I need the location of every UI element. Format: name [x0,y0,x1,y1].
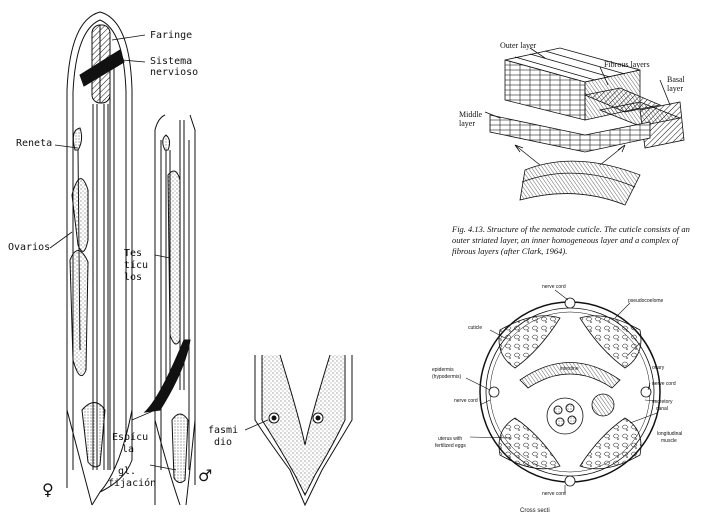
label-fasmidio-1: fasmi [208,425,239,436]
label-ovary: ovary [652,365,665,371]
label-intestine: intestine [560,366,579,372]
label-testiculos-3: los [124,272,143,283]
label-fertilized-eggs: fertilized eggs [435,443,466,449]
label-longitudinal: longitudinal [657,431,683,437]
label-canal: canal [656,406,668,412]
label-ovarios: Ovarios [8,242,51,253]
label-espicula-1: Espícu [112,432,149,443]
label-middle-layer: layer [459,119,475,128]
label-glandula: gl. [118,466,137,477]
female-symbol: ♀ [42,480,54,499]
left-leader-lines [49,34,269,471]
label-testiculos-2: tícu [124,260,149,271]
male-symbol: ♂ [198,466,213,485]
label-espicula-2: la [122,444,135,455]
label-pseudocoelome: pseudocoelome [628,298,664,304]
label-fibrous-layers: Fibrous layers [604,60,650,69]
label-basal: Basal [667,75,685,84]
label-nerve-cord-bottom: nerve cord [542,491,566,497]
cross-section-caption-fragment: Cross secti [520,508,550,514]
label-nerve-cord-right: nerve cord [652,381,676,387]
male-body [143,114,196,506]
female-body [66,11,133,506]
label-uterus: uterus with [438,436,463,442]
phasmid-tail-detail [254,354,353,507]
label-middle: Middle [459,110,483,119]
label-nerve-cord-left: nerve cord [454,398,478,404]
label-epidermis: epidermis [432,367,454,373]
label-nervioso: nervioso [150,67,199,78]
label-hypodermis: (hypodermis) [432,374,462,380]
label-nerve-cord-top: nerve cord [542,284,566,290]
label-fasmidio-2: dio [214,437,233,448]
cuticle-caption: Fig. 4.13. Structure of the nematode cut… [452,224,690,256]
label-sistema: Sistema [150,56,193,67]
label-fijacion: fijación [108,478,157,489]
label-reneta: Reneta [16,138,53,149]
label-excretory: excretory [652,399,673,405]
label-muscle: muscle [661,438,677,444]
label-testiculos-1: Tes [124,248,143,259]
label-outer-layer: Outer layer [500,41,537,50]
label-faringe: Faringe [150,30,193,41]
label-cuticle: cuticle [468,325,483,331]
label-basal-layer: layer [667,84,683,93]
